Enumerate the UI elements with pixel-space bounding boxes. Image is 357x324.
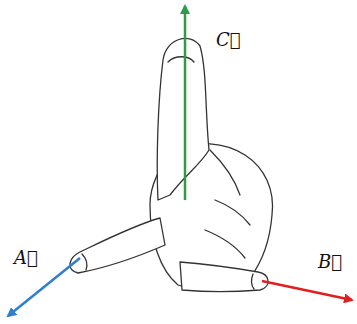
hand-sketch [70,38,273,291]
vector-label: C⃗ [216,28,241,51]
vector-label: B⃗ [318,250,342,273]
vector-b-arrow [262,281,352,300]
vector-label: A⃗ [14,246,38,269]
vector-c-arrow [184,6,187,200]
